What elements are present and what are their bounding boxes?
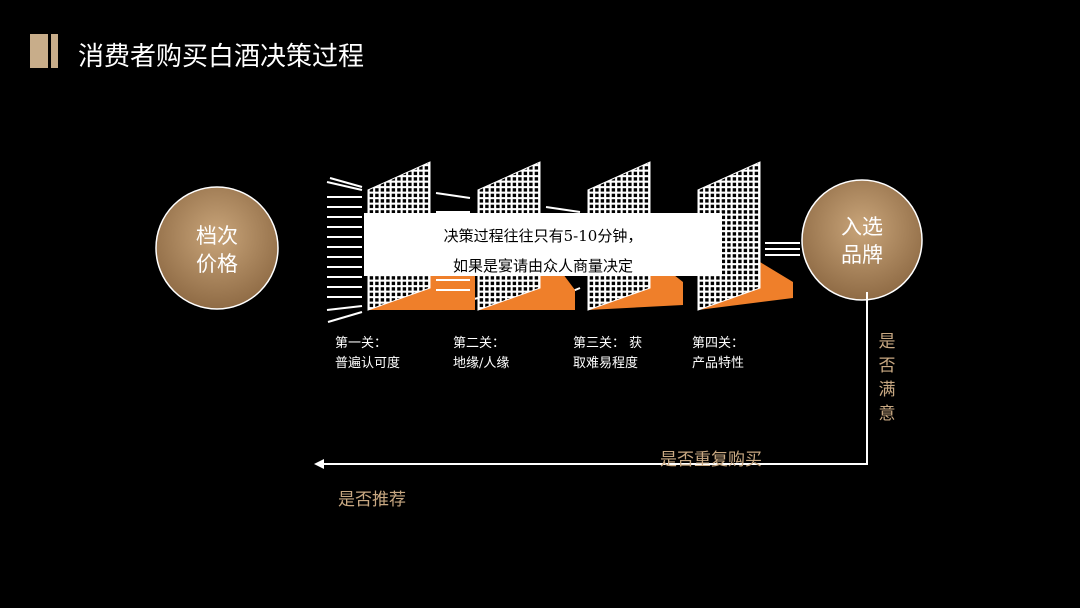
- satisfaction-label: 是 否 满 意: [878, 332, 896, 424]
- note-box: 决策过程往往只有5-10分钟， 如果是宴请由众人商量决定: [364, 213, 722, 276]
- feedback-loop-arrow: [314, 292, 868, 469]
- right-circle-label: 入选 品牌: [822, 213, 902, 269]
- note-line-2: 如果是宴请由众人商量决定: [452, 257, 633, 275]
- repurchase-label: 是否重复购买: [660, 450, 762, 470]
- left-circle: [155, 186, 279, 310]
- page-title: 消费者购买白酒决策过程: [78, 42, 365, 72]
- right-circle-line1: 入选: [841, 215, 883, 239]
- stage-2: 第二关： 地缘/人缘: [453, 336, 510, 371]
- recommend-label: 是否推荐: [338, 490, 406, 510]
- right-circle: [801, 179, 923, 301]
- incoming-arrows: [326, 181, 363, 311]
- stage-1: 第一关： 普遍认可度: [335, 336, 401, 371]
- stage-3: 第三关： 获 取难易程度: [573, 336, 643, 371]
- title-accent-bar-thin: [51, 34, 58, 68]
- left-circle-label: 档次 价格: [177, 222, 257, 278]
- output-arrows: [765, 242, 800, 256]
- stage-4: 第四关： 产品特性: [692, 336, 745, 371]
- right-circle-line2: 品牌: [841, 243, 883, 267]
- note-line-1: 决策过程往往只有5-10分钟，: [443, 227, 643, 245]
- left-circle-line1: 档次: [196, 224, 238, 248]
- arrows-2: [435, 192, 471, 291]
- title-accent-bar: [30, 34, 48, 68]
- left-circle-line2: 价格: [196, 252, 238, 276]
